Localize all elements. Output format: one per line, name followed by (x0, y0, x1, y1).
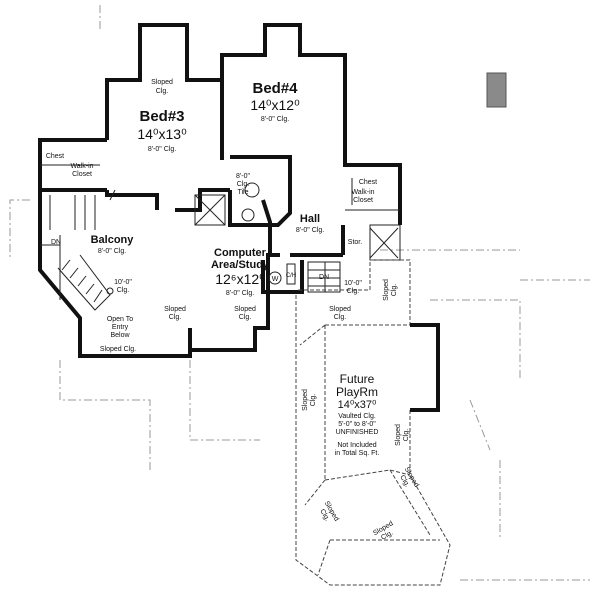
foyer-ceiling-2: Clg. (117, 287, 130, 294)
closet-left-chest: Chest (46, 153, 64, 160)
play-sloped-right: Sloped (395, 424, 402, 446)
stairs-right (307, 261, 341, 293)
playroom-name-2: PlayRm (336, 385, 378, 399)
foyer-sloped: Sloped Clg. (100, 346, 136, 353)
foyer-ceiling: 10'-0" (114, 279, 132, 286)
study-ceiling: 8'-0" Clg. (226, 290, 254, 297)
play-sloped-top-2: Clg. (334, 314, 347, 321)
closet-right-chest: Chest (359, 179, 377, 186)
bath-label-2: Clg. (237, 181, 250, 188)
lower-floor-outline (9, 5, 590, 581)
ch-label: C/H (286, 273, 296, 279)
playroom-note-2: 5'-0" to 8'-0" (338, 421, 376, 428)
study-sloped-right-2: Clg. (239, 314, 252, 321)
foyer-open-3: Below (110, 332, 130, 339)
playroom-footnote: Not Included (337, 442, 376, 449)
study-sloped-left-2: Clg. (169, 314, 182, 321)
bath-label-3: Tile (237, 189, 248, 196)
closet-left-label-2: Closet (72, 171, 92, 178)
bed3-size: 14⁰x13⁰ (137, 126, 187, 142)
stair-dn-right: DN (319, 274, 329, 281)
bed3-top-ceiling-2: Clg. (156, 88, 169, 95)
balcony-name: Balcony (91, 234, 135, 246)
playroom-footnote-2: in Total Sq. Ft. (335, 450, 380, 457)
playroom-name: Future (340, 372, 375, 386)
playroom-window-wall (410, 323, 440, 412)
study-sloped-left: Sloped (164, 306, 186, 313)
bed3-top-ceiling: Sloped (151, 79, 173, 86)
stairs-left (40, 195, 114, 311)
play-sloped-left: Sloped (302, 389, 309, 411)
closet-right-label-2: Closet (353, 197, 373, 204)
bath-fixtures (194, 194, 226, 226)
playroom-note: Vaulted Clg. (338, 413, 376, 420)
play-sloped-right-2: Clg. (403, 429, 410, 442)
hall-ceiling: 8'-0" Clg. (296, 227, 324, 234)
sink (241, 208, 255, 222)
stair-right-ceiling-2: Clg. (347, 288, 360, 295)
play-sloped-top: Sloped (329, 306, 351, 313)
study-name-2: Area/Study (211, 259, 270, 271)
bed4-ceiling: 8'-0" Clg. (261, 116, 289, 123)
bath-label: 8'-0" (236, 173, 250, 180)
study-size: 12⁶x12⁰ (215, 271, 265, 287)
storage-label: Stor. (348, 239, 362, 246)
washer-icon (268, 271, 282, 285)
play-sloped-upper-right: Sloped (383, 279, 390, 301)
gray-marker (486, 72, 507, 108)
bed4-size: 14⁰x12⁰ (250, 97, 300, 113)
play-sloped-left-2: Clg. (310, 394, 317, 407)
balcony-ceiling: 8'-0" Clg. (98, 248, 126, 255)
stair-dn-left: DN (51, 239, 61, 246)
closet-left-label: Walk-in (70, 163, 93, 170)
playroom-note-3: UNFINISHED (336, 429, 379, 436)
study-name: Computer (214, 247, 267, 259)
hall-name: Hall (300, 213, 320, 225)
foyer-open: Open To (107, 316, 133, 323)
bed4-name: Bed#4 (252, 80, 298, 97)
wall-laundry (261, 253, 343, 294)
ch-box (286, 263, 296, 285)
toilet (244, 182, 260, 198)
closet-shelf (40, 164, 401, 261)
play-sloped-upper-right-2: Clg. (391, 284, 398, 297)
wall-bath (228, 155, 292, 227)
foyer-open-2: Entry (112, 324, 129, 331)
bed3-ceiling: 8'-0" Clg. (148, 146, 176, 153)
study-sloped-right: Sloped (234, 306, 256, 313)
closet-right-label: Walk-in (351, 189, 374, 196)
playroom-size: 14⁰x37⁰ (338, 399, 377, 411)
bed3-name: Bed#3 (139, 108, 184, 125)
washer-label: W (272, 276, 279, 283)
stair-right-ceiling: 10'-0" (344, 280, 362, 287)
